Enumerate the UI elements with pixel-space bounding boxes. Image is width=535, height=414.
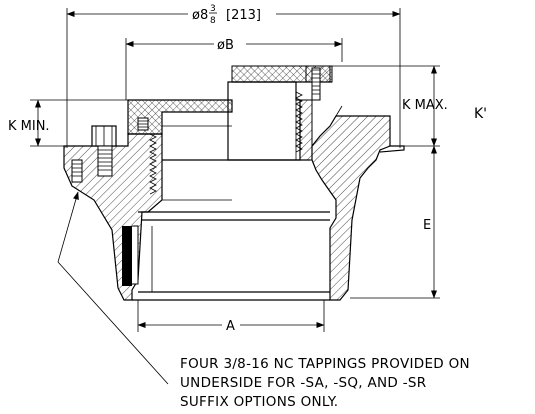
k-max-label: K MAX. bbox=[402, 98, 448, 113]
e-dimension: E bbox=[350, 145, 440, 299]
drain-body bbox=[63, 105, 405, 301]
overall-fraction-denominator: 8 bbox=[210, 16, 216, 26]
k-min-dimension: K MIN. bbox=[8, 99, 128, 147]
b-diameter-label: øB bbox=[217, 38, 234, 53]
note-line-3: SUFFIX OPTIONS ONLY. bbox=[180, 394, 338, 410]
overall-diameter-label: ø8 bbox=[192, 8, 208, 23]
tapping-note: FOUR 3/8-16 NC TAPPINGS PROVIDED ON UNDE… bbox=[180, 356, 470, 410]
k-min-label: K MIN. bbox=[8, 119, 50, 134]
top-grate bbox=[231, 65, 333, 101]
flange-bolt bbox=[71, 125, 117, 183]
left-top-ring bbox=[127, 99, 233, 135]
a-dimension: A bbox=[137, 300, 325, 334]
adjustable-collar bbox=[227, 81, 313, 161]
b-diameter-dimension: øB bbox=[125, 38, 343, 100]
k-prime-label: K' bbox=[474, 106, 487, 122]
note-line-1: FOUR 3/8-16 NC TAPPINGS PROVIDED ON bbox=[180, 356, 470, 372]
overall-fraction-numerator: 3 bbox=[210, 4, 216, 14]
note-line-2: UNDERSIDE FOR -SA, -SQ, AND -SR bbox=[180, 375, 426, 391]
overall-diameter-dimension: ø8 3 8 [213] bbox=[66, 4, 401, 148]
note-leader bbox=[57, 191, 169, 385]
overall-metric-label: [213] bbox=[226, 8, 261, 23]
a-label: A bbox=[226, 319, 235, 334]
e-label: E bbox=[423, 218, 431, 233]
